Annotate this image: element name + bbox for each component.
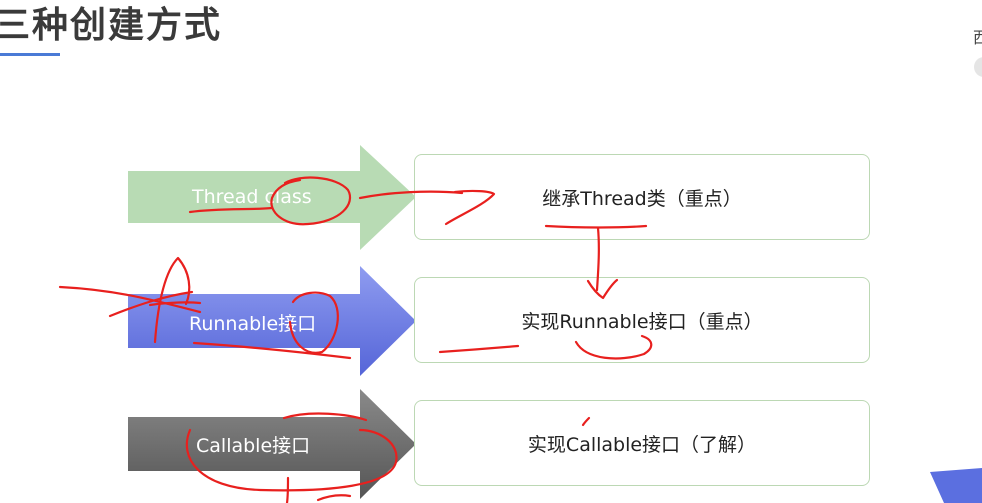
edge-cutoff-text: 西 [973, 28, 982, 47]
callable-description-box: 实现Callable接口（了解） [414, 400, 870, 486]
edge-scroll-pill[interactable] [974, 57, 982, 77]
runnable-arrow-label: Runnable接口 [189, 313, 317, 335]
callable-arrow-label: Callable接口 [196, 435, 311, 457]
callable-description: 实现Callable接口（了解） [527, 433, 757, 456]
thread-arrow-label: Thread class [192, 186, 312, 208]
runnable-description-box: 实现Runnable接口（重点） [414, 277, 870, 363]
thread-description-box: 继承Thread类（重点） [414, 154, 870, 240]
runnable-arrow [128, 266, 416, 376]
page-title: 三种创建方式 [0, 5, 223, 46]
runnable-description: 实现Runnable接口（重点） [521, 310, 763, 333]
title-underline [0, 53, 60, 56]
thread-description: 继承Thread类（重点） [542, 187, 742, 210]
